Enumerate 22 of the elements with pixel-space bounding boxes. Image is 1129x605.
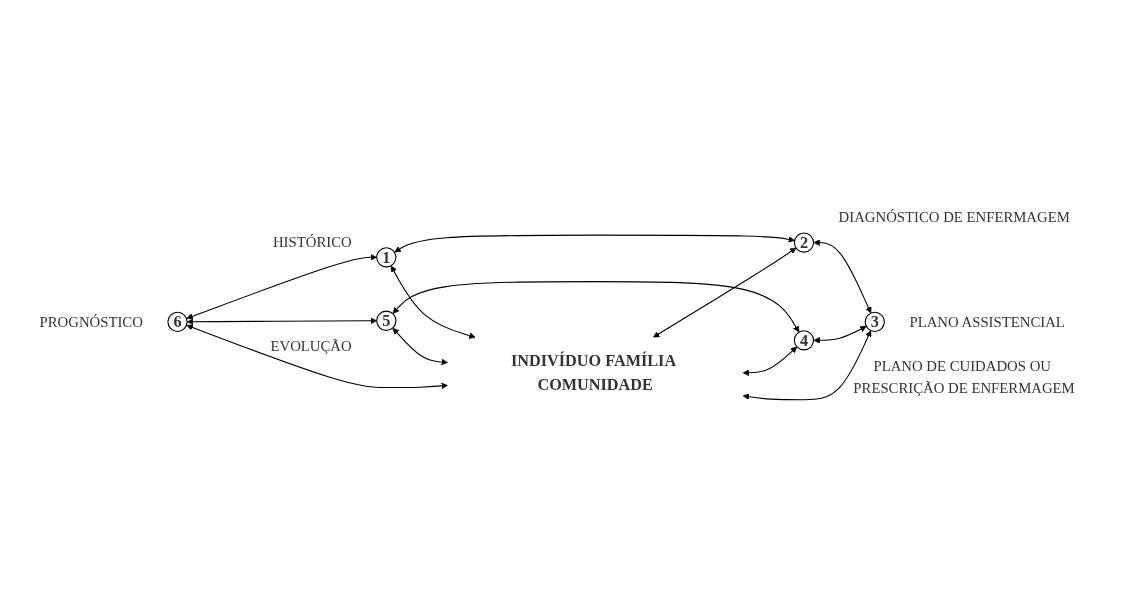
arrow [813, 326, 867, 344]
node-label: EVOLUÇÃO [270, 338, 352, 355]
node-label: HISTÓRICO [272, 233, 352, 251]
arrow [390, 265, 476, 339]
node-label: PLANO ASSISTENCIAL [909, 313, 1065, 330]
arrow [653, 247, 797, 338]
node-circle: 3 [864, 311, 885, 332]
node-circle: 2 [793, 232, 815, 253]
arrow [392, 327, 448, 366]
arrow [392, 281, 800, 333]
node-circle: 1 [376, 247, 397, 268]
node-label: DIAGNÓSTICO DE ENFERMAGEM [838, 208, 1070, 226]
arrow [186, 324, 448, 390]
node-circle: 6 [167, 311, 188, 332]
node-circle: 4 [793, 330, 815, 351]
arrow [742, 346, 798, 377]
node-text: INDIVÍDUO FAMÍLIA COMUNIDADE [510, 351, 676, 395]
node-label: PLANO DE CUIDADOS OU PRESCRIÇÃO DE ENFERMAGEM [853, 357, 1075, 397]
node-circle: 5 [376, 310, 397, 331]
arrow [394, 234, 795, 253]
arrow [813, 239, 872, 314]
node-label: PROGNÓSTICO [39, 313, 143, 330]
